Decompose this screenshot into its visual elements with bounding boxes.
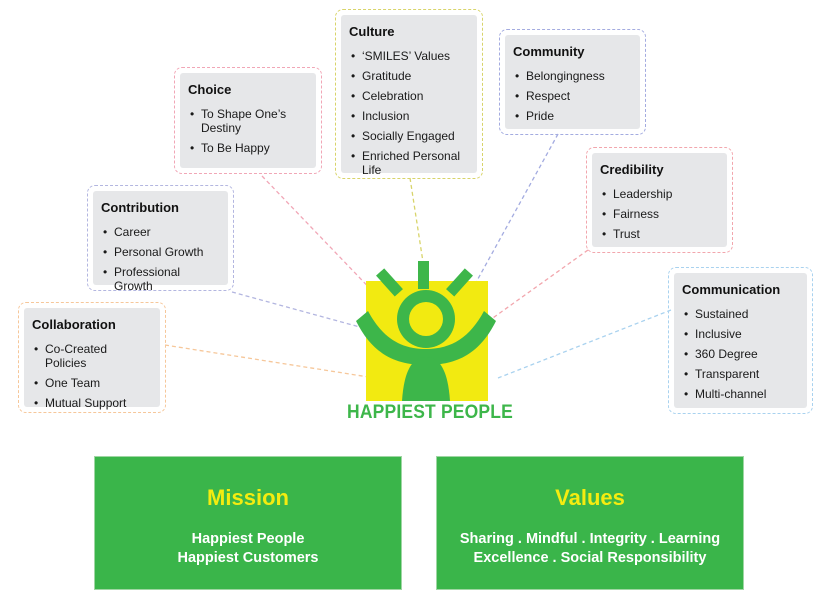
connector-contribution [231,291,379,333]
logo-body [402,357,450,401]
choice-title: Choice [188,82,232,97]
list-item: Pride [513,109,630,123]
logo-arms [356,311,496,365]
list-item: Trust [600,227,717,241]
culture-title: Culture [349,24,395,39]
choice-box: Choice To Shape One’s Destiny To Be Happ… [174,67,322,174]
values-panel: Values Sharing . Mindful . Integrity . L… [436,456,744,590]
list-item: Inclusive [682,327,797,341]
list-item: Respect [513,89,630,103]
happiest-people-logo [356,261,496,401]
list-item: Multi-channel [682,387,797,401]
list-item: Transparent [682,367,797,381]
collaboration-title: Collaboration [32,317,116,332]
list-item: Career [101,225,218,239]
community-title: Community [513,44,585,59]
mission-title: Mission [207,485,289,510]
values-line: Sharing . Mindful . Integrity . Learning [459,531,721,547]
logo-ray-center [418,261,429,289]
connector-credibility [489,249,589,321]
contribution-list: Career Personal Growth Professional Grow… [101,225,218,293]
contribution-box: Contribution Career Personal Growth Prof… [87,185,234,293]
list-item: Celebration [349,89,467,103]
communication-title: Communication [682,282,781,297]
list-item: Belongingness [513,69,630,83]
values-line: Excellence . Social Responsibility [473,550,707,566]
connector-collaboration [164,344,376,379]
list-item: Mutual Support [32,396,150,410]
list-item: Professional Growth [101,265,218,293]
connector-communication [497,309,672,379]
logo-head-inner [409,302,443,336]
list-item: Socially Engaged [349,129,467,143]
list-item: Fairness [600,207,717,221]
credibility-title: Credibility [600,162,664,177]
list-item: Sustained [682,307,797,321]
list-item: Gratitude [349,69,467,83]
connector-culture [409,177,424,263]
mission-line: Happiest People [191,531,305,547]
credibility-list: Leadership Fairness Trust [600,187,717,241]
communication-list: Sustained Inclusive 360 Degree Transpare… [682,307,797,401]
mission-line: Happiest Customers [177,550,319,566]
list-item: 360 Degree [682,347,797,361]
culture-list: ‘SMILES’ Values Gratitude Celebration In… [349,49,467,177]
community-box: Community Belongingness Respect Pride [499,29,646,135]
credibility-box: Credibility Leadership Fairness Trust [586,147,733,253]
connector-community [473,133,559,287]
collaboration-list: Co-Created Policies One Team Mutual Supp… [32,342,150,410]
logo-ray-left [376,268,403,297]
list-item: Inclusion [349,109,467,123]
list-item: Leadership [600,187,717,201]
list-item: To Be Happy [188,141,306,155]
connector-choice [261,175,382,301]
mission-panel: Mission Happiest People Happiest Custome… [94,456,402,590]
logo-ray-right [446,268,473,297]
collaboration-box: Collaboration Co-Created Policies One Te… [18,302,166,413]
values-title: Values [555,485,625,510]
list-item: One Team [32,376,150,390]
choice-list: To Shape One’s Destiny To Be Happy [188,107,306,155]
list-item: Personal Growth [101,245,218,259]
list-item: Co-Created Policies [32,342,150,370]
contribution-title: Contribution [101,200,179,215]
list-item: ‘SMILES’ Values [349,49,467,63]
list-item: Enriched Personal Life [349,149,467,177]
logo-text: HAPPIEST PEOPLE [347,402,513,423]
list-item: To Shape One’s Destiny [188,107,296,135]
community-list: Belongingness Respect Pride [513,69,630,123]
communication-box: Communication Sustained Inclusive 360 De… [668,267,813,414]
culture-box: Culture ‘SMILES’ Values Gratitude Celebr… [335,9,483,179]
